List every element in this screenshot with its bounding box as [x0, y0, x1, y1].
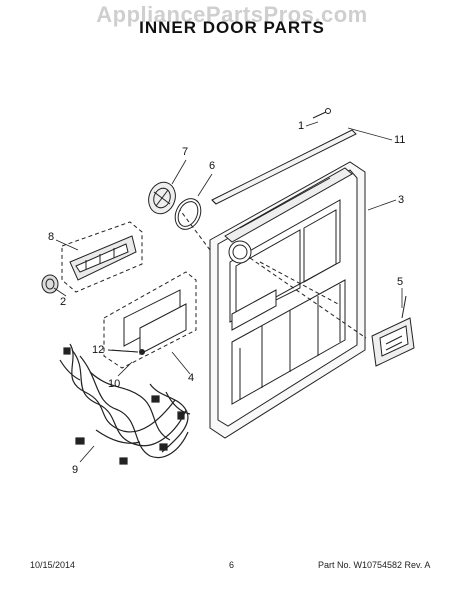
screw-1	[312, 108, 331, 119]
footer-date: 10/15/2014	[30, 560, 76, 570]
control-knob	[41, 274, 59, 294]
callout-6: 6	[209, 160, 216, 172]
watermark: AppliancePartsPros.com	[96, 2, 368, 27]
callout-7: 7	[182, 146, 189, 158]
inner-door-panel	[179, 161, 367, 439]
callout-9: 9	[72, 464, 79, 476]
callout-12: 12	[92, 344, 105, 356]
control-board	[123, 289, 187, 355]
page-title: INNER DOOR PARTS	[139, 18, 325, 37]
dispenser-cap	[148, 181, 176, 215]
callout-11: 11	[394, 134, 406, 146]
control-board-outline	[103, 271, 197, 369]
callout-5: 5	[397, 276, 404, 288]
vent-assembly	[371, 295, 415, 367]
footer-page-number: 6	[229, 560, 235, 570]
callout-4: 4	[188, 372, 195, 384]
callout-2: 2	[60, 296, 67, 308]
callout-10: 10	[108, 378, 121, 390]
wire-harness	[59, 343, 191, 465]
top-trim-strip	[211, 129, 357, 205]
leader-lines	[53, 121, 403, 463]
callout-1: 1	[298, 120, 305, 132]
footer-part-number: Part No. W10754582 Rev. A	[318, 560, 431, 570]
control-housing	[61, 221, 143, 293]
control-housing-body	[69, 235, 137, 281]
callout-3: 3	[398, 194, 405, 206]
callout-8: 8	[48, 231, 55, 243]
dispenser-seal-ring	[174, 198, 202, 230]
